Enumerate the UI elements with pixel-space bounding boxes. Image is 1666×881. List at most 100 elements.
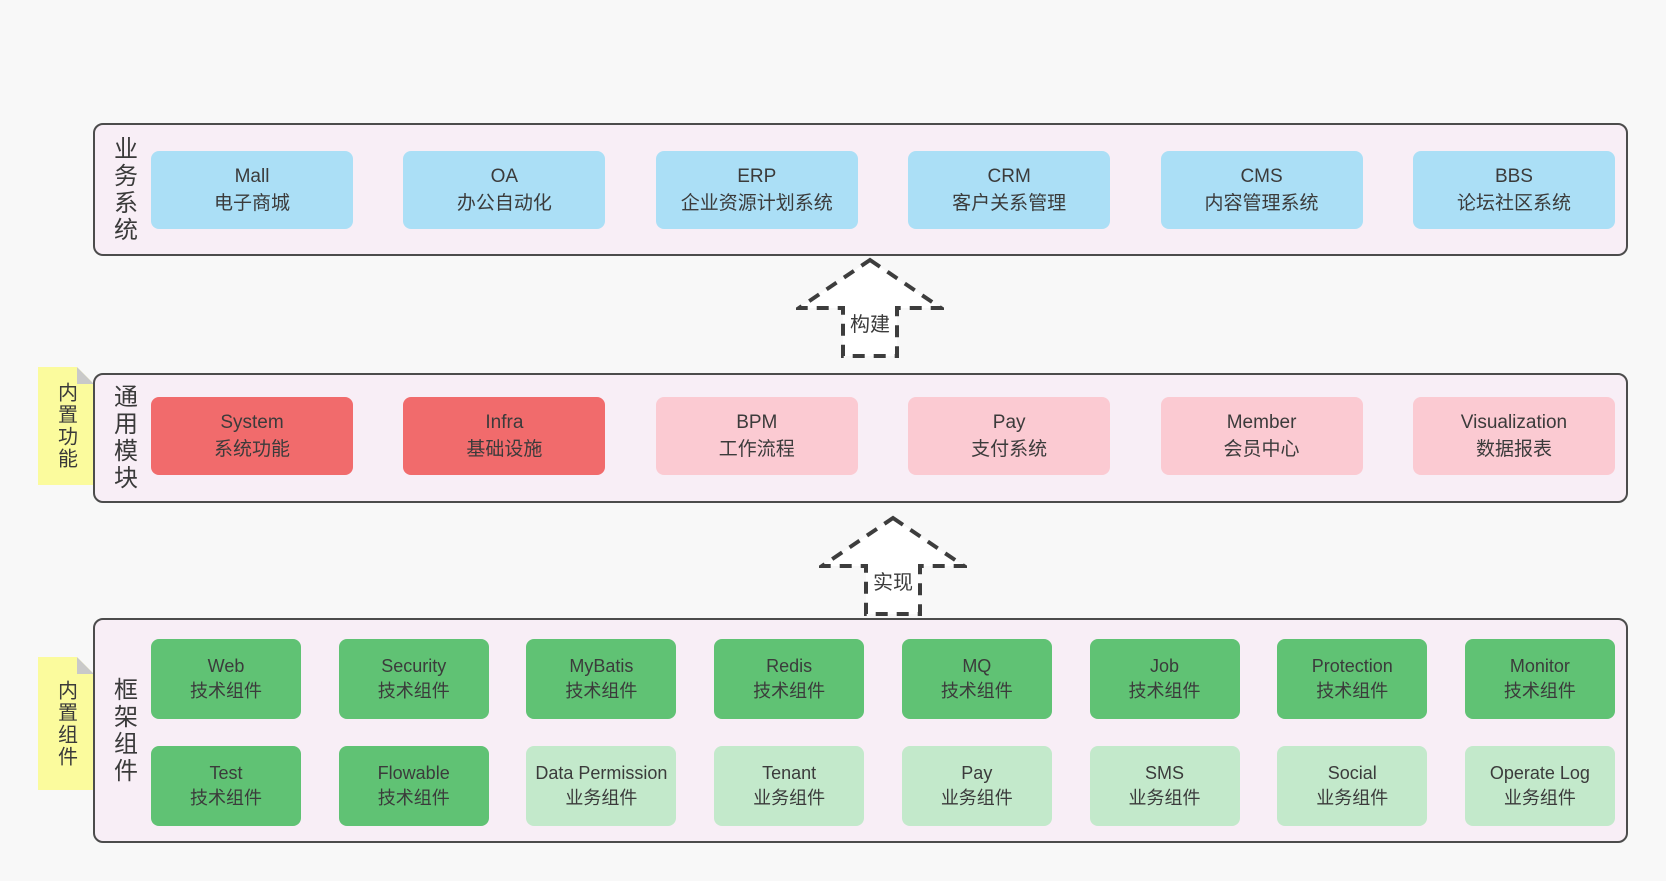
module-name: Web [207, 656, 245, 676]
note-fold-corner [77, 367, 94, 384]
module-box-infra: Infra 基础设施 [403, 397, 606, 475]
module-box-redis: Redis 技术组件 [714, 639, 865, 719]
sticky-note-label: 内置功能 [54, 382, 77, 470]
module-box-crm: CRM 客户关系管理 [908, 151, 1111, 229]
module-name: CRM [987, 166, 1031, 187]
sticky-note-built-in-components: 内置组件 [38, 657, 94, 790]
module-description: 技术组件 [1128, 681, 1201, 701]
module-box-flowable: Flowable 技术组件 [338, 746, 489, 826]
band-common-modules: 通用模块 System 系统功能 Infra 基础设施 BPM 工作流程 Pay 支付系统 Me… [93, 373, 1628, 503]
module-description: 技术组件 [565, 681, 638, 701]
module-description: 客户关系管理 [952, 193, 1067, 214]
module-description: 业务组件 [1503, 788, 1576, 808]
module-name: Data Permission [535, 763, 668, 783]
module-box-mall: Mall 电子商城 [151, 151, 353, 229]
common-modules-row: System 系统功能 Infra 基础设施 BPM 工作流程 Pay 支付系统 Member 会… [151, 397, 1615, 475]
module-description: 业务组件 [753, 788, 826, 808]
module-description: 内容管理系统 [1204, 193, 1319, 214]
band-business-systems: 业务系统 Mall 电子商城 OA 办公自动化 ERP 企业资源计划系统 CRM 客户关系管理… [93, 123, 1628, 256]
implement-arrow: 实现 [819, 514, 967, 618]
module-description: 会员中心 [1223, 439, 1300, 460]
module-box-protection: Protection 技术组件 [1277, 639, 1428, 719]
module-box-pay: Pay 支付系统 [908, 397, 1111, 475]
module-name: Security [381, 656, 447, 676]
module-description: 业务组件 [1316, 788, 1389, 808]
module-name: Flowable [377, 763, 450, 783]
module-description: 技术组件 [753, 681, 826, 701]
module-description: 数据报表 [1475, 439, 1552, 460]
module-box-social: Social 业务组件 [1277, 746, 1428, 826]
module-name: BBS [1494, 166, 1533, 187]
module-box-oa: OA 办公自动化 [403, 151, 606, 229]
module-box-erp: ERP 企业资源计划系统 [655, 151, 858, 229]
module-description: 技术组件 [190, 681, 262, 701]
module-box-operate-log: Operate Log 业务组件 [1464, 746, 1615, 826]
dashed-up-arrow-icon [819, 515, 967, 616]
module-name: Test [209, 763, 243, 783]
module-description: 基础设施 [466, 439, 543, 460]
business-systems-row: Mall 电子商城 OA 办公自动化 ERP 企业资源计划系统 CRM 客户关系管理 CMS 内容… [151, 151, 1615, 229]
sticky-note-built-in-features: 内置功能 [38, 367, 94, 485]
module-name: Infra [485, 412, 524, 433]
module-name: BPM [736, 412, 778, 433]
module-box-mq: MQ 技术组件 [901, 639, 1052, 719]
module-name: Job [1150, 656, 1180, 676]
build-arrow-label: 构建 [850, 314, 890, 336]
module-name: OA [490, 166, 519, 187]
band-label-business-systems: 业务系统 [109, 135, 137, 244]
module-name: Monitor [1509, 656, 1570, 676]
module-description: 工作流程 [718, 439, 795, 460]
module-description: 电子商城 [213, 193, 290, 214]
module-box-system: System 系统功能 [151, 397, 353, 475]
module-box-sms: SMS 业务组件 [1089, 746, 1240, 826]
module-box-mybatis: MyBatis 技术组件 [526, 639, 677, 719]
module-box-cms: CMS 内容管理系统 [1160, 151, 1363, 229]
module-description: 系统功能 [213, 439, 290, 460]
module-name: Social [1327, 763, 1377, 783]
band-label-common-modules: 通用模块 [109, 384, 137, 492]
module-name: Pay [992, 412, 1026, 433]
module-name: MyBatis [569, 656, 634, 676]
module-description: 办公自动化 [456, 193, 552, 214]
band-label-framework-components: 框架组件 [109, 676, 137, 785]
build-arrow: 构建 [796, 256, 944, 360]
module-name: MQ [962, 656, 992, 676]
module-description: 技术组件 [190, 788, 262, 808]
implement-arrow-label: 实现 [873, 572, 913, 594]
module-box-test: Test 技术组件 [151, 746, 301, 826]
module-name: Member [1226, 412, 1297, 433]
module-box-bpm: BPM 工作流程 [655, 397, 858, 475]
module-name: ERP [737, 166, 777, 187]
module-name: SMS [1145, 763, 1185, 783]
module-box-monitor: Monitor 技术组件 [1464, 639, 1615, 719]
module-box-web: Web 技术组件 [151, 639, 301, 719]
module-description: 支付系统 [971, 439, 1048, 460]
module-description: 论坛社区系统 [1456, 193, 1571, 214]
module-name: Pay [961, 763, 993, 783]
module-description: 技术组件 [377, 788, 450, 808]
dashed-up-arrow-icon [796, 257, 944, 358]
module-box-member: Member 会员中心 [1160, 397, 1363, 475]
module-description: 业务组件 [1128, 788, 1201, 808]
module-name: Operate Log [1489, 763, 1590, 783]
module-name: Tenant [762, 763, 817, 783]
module-name: Redis [766, 656, 813, 676]
module-name: CMS [1240, 166, 1283, 187]
module-description: 技术组件 [1316, 681, 1389, 701]
module-description: 业务组件 [565, 788, 638, 808]
sticky-note-label: 内置组件 [54, 679, 77, 768]
module-description: 技术组件 [940, 681, 1013, 701]
module-name: System [220, 412, 284, 433]
module-name: Mall [234, 166, 270, 187]
module-description: 企业资源计划系统 [680, 193, 833, 214]
module-name: Protection [1311, 656, 1393, 676]
module-box-tenant: Tenant 业务组件 [714, 746, 865, 826]
module-description: 技术组件 [1503, 681, 1576, 701]
